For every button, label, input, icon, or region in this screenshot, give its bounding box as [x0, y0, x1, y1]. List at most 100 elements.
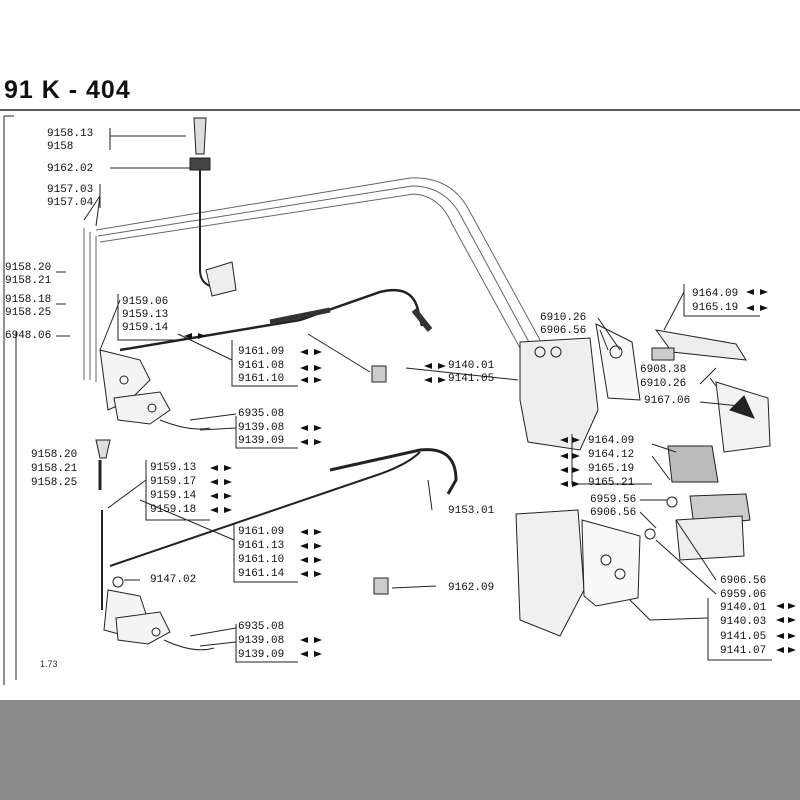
- arrow-marker: [560, 467, 580, 473]
- lock-body-upper: [519, 337, 599, 451]
- part-label: 9141.05: [448, 373, 495, 385]
- arrow-marker: [300, 365, 322, 371]
- part-label: 9153.01: [448, 505, 495, 517]
- part-label: 9161.09: [238, 346, 285, 358]
- part-label: 9162.02: [47, 163, 94, 175]
- page-title: 91 K - 404: [4, 76, 131, 104]
- latch-housing: [675, 515, 745, 561]
- upper-link-end: [411, 308, 433, 332]
- part-label: 9139.09: [238, 435, 285, 447]
- part-label: 9139.09: [238, 649, 285, 661]
- lock-plate-hole: [609, 345, 623, 359]
- lower-plate: [115, 611, 171, 645]
- part-label: 9158.20: [31, 449, 78, 461]
- arrow-marker: [776, 633, 796, 639]
- bottom-gray-band: [0, 700, 800, 800]
- arrow-marker: [210, 493, 232, 499]
- part-label: 9158.25: [5, 307, 52, 319]
- arrow-marker: [300, 571, 322, 577]
- part-label: 9164.09: [588, 435, 635, 447]
- part-label: 9159.13: [150, 462, 197, 474]
- part-label: 6959.56: [590, 494, 637, 506]
- label-bracket: [235, 416, 298, 449]
- part-label: 6935.08: [238, 408, 285, 420]
- part-label: 9159.13: [122, 309, 169, 321]
- leader-line: [189, 627, 237, 637]
- part-label: 9158.21: [5, 275, 52, 287]
- arrow-marker: [300, 637, 322, 643]
- leader-line: [651, 443, 677, 453]
- arrow-marker: [300, 651, 322, 657]
- lock-body-hole: [550, 346, 562, 358]
- leader-line: [675, 519, 717, 581]
- part-label: 9139.08: [238, 422, 285, 434]
- lower-link-bar: [329, 448, 458, 495]
- rod-bushing: [189, 157, 211, 171]
- leader-line: [177, 333, 233, 361]
- part-label: 9157.04: [47, 197, 94, 209]
- part-label: 9158: [47, 141, 74, 153]
- part-label: 9158.18: [5, 294, 52, 306]
- part-label: 9164.09: [692, 288, 739, 300]
- part-label: 9147.02: [150, 574, 197, 586]
- leader-line: [597, 317, 621, 351]
- lower-knob: [95, 439, 111, 459]
- part-label: 9140.01: [720, 602, 767, 614]
- arrow-marker: [300, 557, 322, 563]
- lower-link-rod: [109, 451, 421, 567]
- arrow-marker: [210, 465, 232, 471]
- leader-line: [405, 367, 519, 381]
- arrow-marker: [300, 543, 322, 549]
- lower-pivot: [112, 576, 124, 588]
- arrow-marker: [776, 603, 796, 609]
- part-label: 9165.21: [588, 477, 635, 489]
- leader-line: [107, 479, 147, 509]
- arrow-marker: [424, 363, 446, 369]
- arrow-marker: [746, 289, 768, 295]
- part-label: 9161.10: [238, 554, 285, 566]
- arrow-marker: [560, 453, 580, 459]
- part-label: 9158.25: [31, 477, 78, 489]
- arrow-marker: [210, 479, 232, 485]
- part-label: 6935.08: [238, 621, 285, 633]
- arrow-marker: [776, 617, 796, 623]
- part-label: 9141.07: [720, 645, 767, 657]
- latch-lever: [654, 329, 747, 361]
- leader-line: [99, 299, 121, 351]
- leader-line: [307, 333, 371, 373]
- part-label: 6906.56: [540, 325, 587, 337]
- label-bracket: [117, 294, 178, 341]
- upper-plate: [113, 391, 171, 425]
- leader-line: [655, 539, 717, 595]
- part-label: 6959.06: [720, 589, 767, 601]
- part-label: 9161.09: [238, 526, 285, 538]
- part-label: 6908.38: [640, 364, 687, 376]
- part-label: 9161.10: [238, 373, 285, 385]
- arrow-marker: [300, 377, 322, 383]
- part-label: 9165.19: [692, 302, 739, 314]
- lock-plate-lower: [581, 519, 641, 607]
- part-label: 9140.01: [448, 360, 495, 372]
- lower-clip: [373, 577, 389, 595]
- part-label: 9159.14: [150, 490, 197, 502]
- lock-plate-hole: [600, 554, 612, 566]
- upper-link-rod: [119, 288, 424, 352]
- arrow-marker: [300, 529, 322, 535]
- part-label: 9159.14: [122, 322, 169, 334]
- page-code: 1.73: [40, 659, 58, 669]
- part-label: 9157.03: [47, 184, 94, 196]
- leader-line: [639, 511, 657, 529]
- rod-bracket: [205, 261, 237, 297]
- leader-line: [427, 479, 433, 511]
- lower-spring: [163, 639, 215, 651]
- lock-plate-hole: [614, 568, 626, 580]
- label-bracket: [683, 284, 760, 317]
- arrow-marker: [424, 377, 446, 383]
- leader-line: [663, 291, 685, 331]
- upper-pivot: [119, 375, 129, 385]
- leader-line: [699, 367, 717, 385]
- window-rail: [95, 177, 541, 341]
- leader-line: [651, 455, 671, 481]
- label-bracket: [231, 340, 298, 387]
